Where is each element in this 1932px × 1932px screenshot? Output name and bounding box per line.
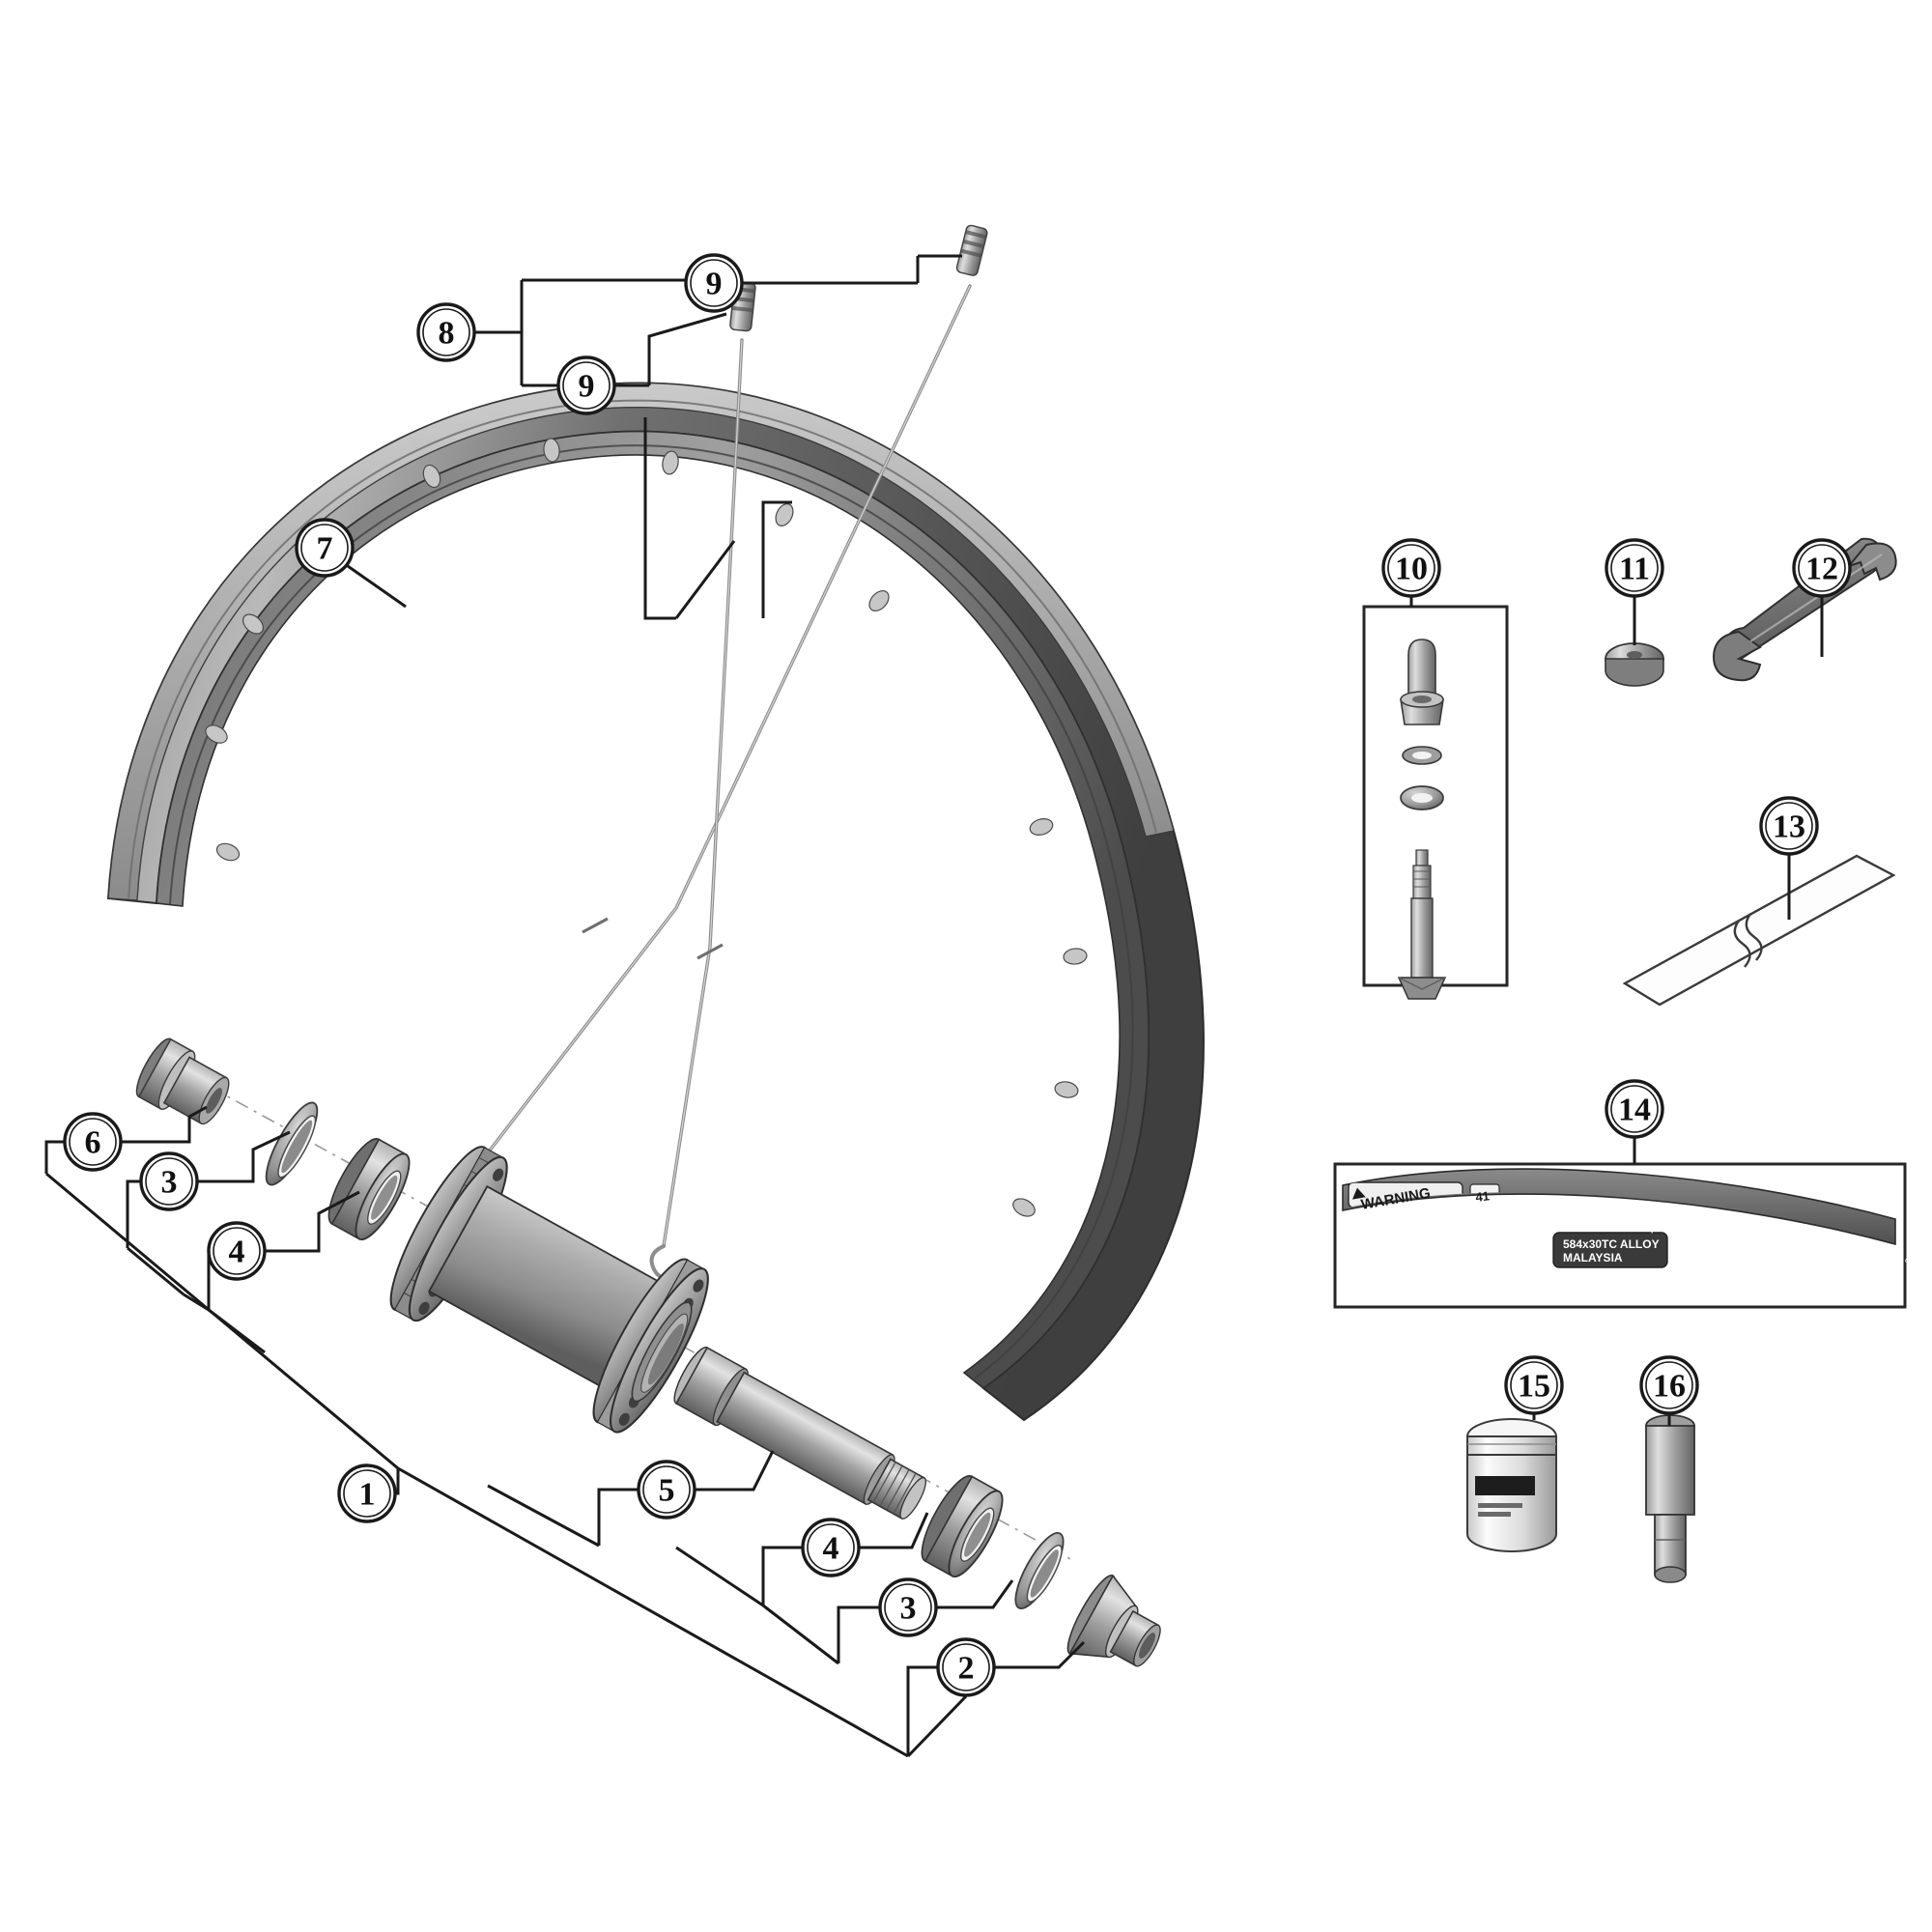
callout-inner-ring bbox=[562, 361, 611, 410]
callout-bearing-right[interactable]: 4 bbox=[801, 1518, 861, 1577]
callout-circle bbox=[878, 1577, 938, 1637]
callout-spoke-nipple-long[interactable]: 9 bbox=[684, 253, 744, 313]
valve-washer-graphic bbox=[1605, 642, 1664, 687]
callout-number: 9 bbox=[706, 267, 723, 302]
callout-number: 16 bbox=[1653, 1369, 1686, 1405]
callout-inner-ring bbox=[690, 259, 738, 307]
callout-circle bbox=[556, 355, 616, 415]
callout-valve-core-tool[interactable]: 16 bbox=[1639, 1355, 1699, 1415]
callout-inner-ring bbox=[145, 1157, 193, 1206]
callout-rim-warning-decal-sheet[interactable]: 14 bbox=[1605, 1079, 1664, 1139]
sealant-jar-graphic bbox=[1466, 1418, 1557, 1552]
callout-spoke-wrench[interactable]: 12 bbox=[1792, 538, 1852, 598]
callout-number: 1 bbox=[359, 1477, 376, 1513]
decal-spec-line-2: MALAYSIA bbox=[1563, 1251, 1623, 1264]
callout-number: 3 bbox=[161, 1165, 178, 1201]
callout-inner-ring bbox=[1645, 1361, 1693, 1409]
callout-inner-ring bbox=[69, 1118, 117, 1166]
callout-axle[interactable]: 5 bbox=[637, 1460, 696, 1520]
rim-tape-graphic bbox=[1622, 854, 1896, 1007]
callout-inner-ring bbox=[1765, 802, 1813, 850]
callout-inner-ring bbox=[1510, 1361, 1558, 1409]
callout-inner-ring bbox=[1798, 544, 1846, 592]
callout-circle bbox=[295, 518, 355, 578]
callout-number: 3 bbox=[900, 1591, 917, 1627]
callout-circle bbox=[1639, 1355, 1699, 1415]
callout-circle bbox=[936, 1637, 996, 1697]
callout-circle bbox=[637, 1460, 696, 1520]
decal-spec-line-1: 584x30TC ALLOY bbox=[1563, 1237, 1660, 1251]
callout-number: 4 bbox=[823, 1531, 839, 1567]
callout-number: 8 bbox=[439, 316, 455, 352]
callout-circle bbox=[801, 1518, 861, 1577]
callout-circle bbox=[1504, 1355, 1564, 1415]
callout-circle bbox=[1759, 796, 1819, 856]
callout-inner-ring bbox=[300, 524, 349, 572]
spoke-nipple-graphic bbox=[729, 224, 988, 332]
callout-circle bbox=[207, 1221, 267, 1281]
callout-number: 2 bbox=[958, 1651, 975, 1687]
hub-assembly-graphic bbox=[135, 1037, 1161, 1667]
callout-tubeless-valve-kit[interactable]: 10 bbox=[1381, 538, 1441, 598]
callout-number: 14 bbox=[1618, 1093, 1651, 1128]
callout-rim-tape[interactable]: 13 bbox=[1759, 796, 1819, 856]
callout-inner-ring bbox=[642, 1465, 691, 1514]
callout-seal-ring-right[interactable]: 3 bbox=[878, 1577, 938, 1637]
callout-circle bbox=[1381, 538, 1441, 598]
callout-inner-ring bbox=[1610, 544, 1659, 592]
callout-circle bbox=[63, 1112, 123, 1172]
callout-number: 9 bbox=[579, 369, 595, 405]
callout-circle bbox=[337, 1463, 397, 1523]
callout-inner-ring bbox=[942, 1643, 990, 1691]
callout-spoke-nipple-short[interactable]: 9 bbox=[556, 355, 616, 415]
callout-seal-ring-left[interactable]: 3 bbox=[139, 1151, 199, 1211]
decal-icon-box: 41 bbox=[1475, 1188, 1491, 1205]
callout-number: 10 bbox=[1395, 552, 1428, 587]
callout-number: 12 bbox=[1805, 552, 1838, 587]
rim-decal-sheet-graphic bbox=[1333, 1162, 1907, 1309]
callout-left-end-cap[interactable]: 6 bbox=[63, 1112, 123, 1172]
callout-number: 15 bbox=[1518, 1369, 1550, 1405]
callout-circle bbox=[1605, 1079, 1664, 1139]
callout-number: 4 bbox=[229, 1235, 245, 1270]
callout-inner-ring bbox=[422, 308, 470, 356]
callout-hub-assembly-complete[interactable]: 1 bbox=[337, 1463, 397, 1523]
callout-inner-ring bbox=[807, 1523, 855, 1572]
leader-lines bbox=[44, 254, 1824, 1758]
callout-inner-ring bbox=[884, 1583, 932, 1632]
callout-circle bbox=[1605, 538, 1664, 598]
callout-inner-ring bbox=[343, 1469, 391, 1518]
callout-valve-nut-washer[interactable]: 11 bbox=[1605, 538, 1664, 598]
callout-sealant-jar[interactable]: 15 bbox=[1504, 1355, 1564, 1415]
callout-number: 5 bbox=[659, 1473, 675, 1509]
callout-number: 6 bbox=[85, 1125, 101, 1161]
callout-circle bbox=[416, 302, 476, 362]
callout-inner-ring bbox=[213, 1227, 261, 1275]
callout-number: 11 bbox=[1619, 552, 1650, 587]
callout-inner-ring bbox=[1610, 1085, 1659, 1133]
callout-number: 7 bbox=[317, 531, 333, 567]
callout-circle bbox=[684, 253, 744, 313]
callout-number: 13 bbox=[1773, 810, 1805, 845]
callout-rim[interactable]: 7 bbox=[295, 518, 355, 578]
rim-graphic bbox=[106, 382, 1205, 1422]
callout-circle bbox=[1792, 538, 1852, 598]
callout-circle bbox=[139, 1151, 199, 1211]
callout-right-end-cap[interactable]: 2 bbox=[936, 1637, 996, 1697]
valve-kit-graphic bbox=[1362, 605, 1509, 1000]
valve-core-tool-graphic bbox=[1645, 1414, 1695, 1583]
callout-inner-ring bbox=[1387, 544, 1435, 592]
callout-bearing-left[interactable]: 4 bbox=[207, 1221, 267, 1281]
callout-spoke-and-nipple-set[interactable]: 8 bbox=[416, 302, 476, 362]
